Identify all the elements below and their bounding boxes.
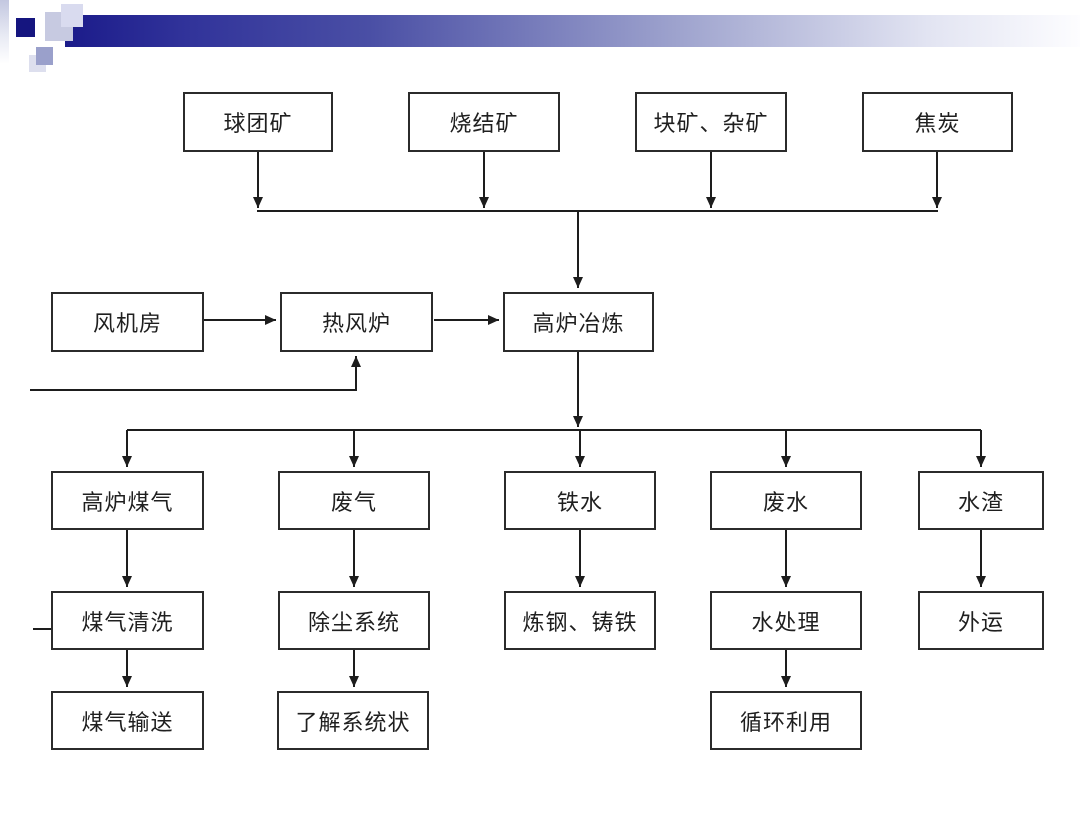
node-qiutuankuang: 球团矿 <box>183 92 333 152</box>
node-waiyun: 外运 <box>918 591 1044 650</box>
node-chuchenxitong: 除尘系统 <box>278 591 430 650</box>
node-liangangzhutie: 炼钢、铸铁 <box>504 591 656 650</box>
node-feiqi: 废气 <box>278 471 430 530</box>
decor-left-strip <box>0 0 9 64</box>
feedback-line-refenglu <box>30 356 361 391</box>
decor-square-medium <box>36 47 53 65</box>
node-liaojiexitong: 了解系统状 <box>277 691 429 750</box>
node-xunhuanliyong: 循环利用 <box>710 691 862 750</box>
node-fengjifang: 风机房 <box>51 292 204 352</box>
node-shuizha: 水渣 <box>918 471 1044 530</box>
node-gaoluyelian: 高炉冶炼 <box>503 292 654 352</box>
node-gaolumeiqi: 高炉煤气 <box>51 471 204 530</box>
node-meiqiqingxi: 煤气清洗 <box>51 591 204 650</box>
node-tieshui: 铁水 <box>504 471 656 530</box>
node-shuichuli: 水处理 <box>710 591 862 650</box>
decor-square-dark <box>16 18 35 37</box>
title-bar-gradient <box>65 15 1080 47</box>
node-kuaikuang: 块矿、杂矿 <box>635 92 787 152</box>
node-feishui: 废水 <box>710 471 862 530</box>
decor-square-pale <box>61 4 83 27</box>
node-refenglu: 热风炉 <box>280 292 433 352</box>
node-jiaotan: 焦炭 <box>862 92 1013 152</box>
node-shaojiekuang: 烧结矿 <box>408 92 560 152</box>
node-meiqishusong: 煤气输送 <box>51 691 204 750</box>
